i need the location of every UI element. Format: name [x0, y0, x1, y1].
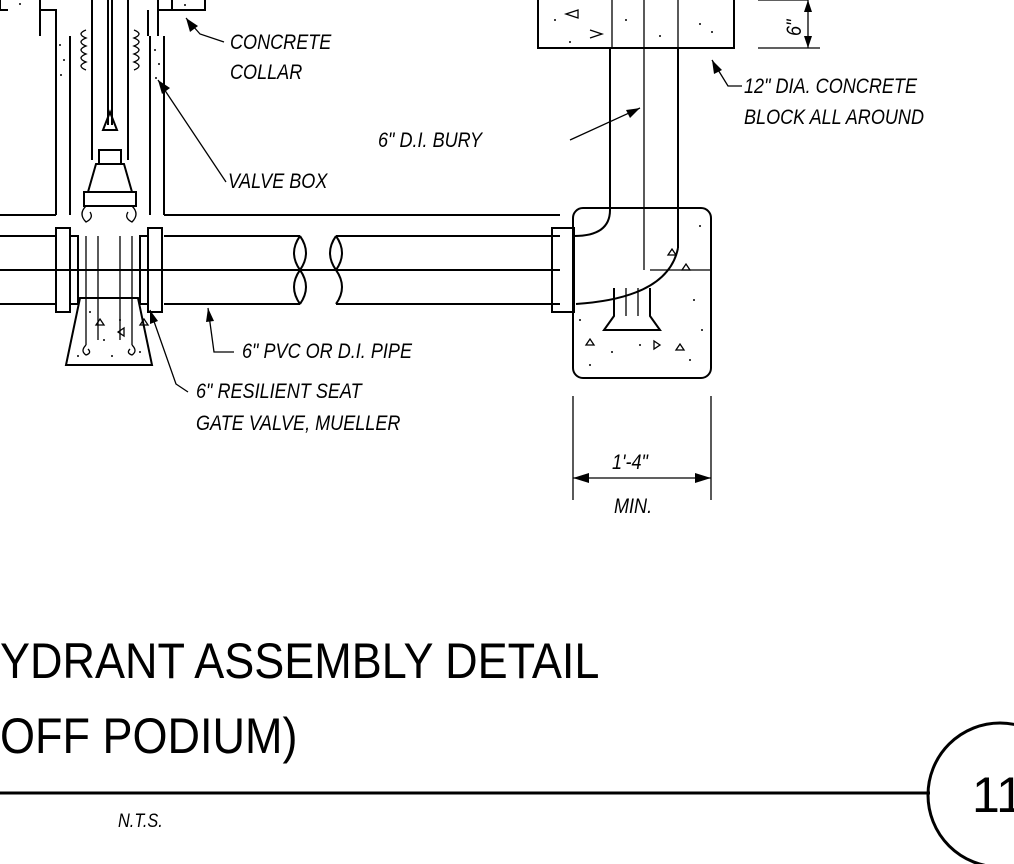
bury-elbow-assembly	[537, 0, 735, 379]
concrete-collar-label-1: CONCRETE	[230, 31, 332, 54]
pipe-label: 6" PVC OR D.I. PIPE	[242, 340, 413, 363]
dimension-depth-label: 6"	[783, 19, 806, 36]
valve-block-hatch	[77, 311, 150, 357]
title-line-2: OFF PODIUM)	[0, 708, 298, 764]
collar-hatch	[19, 3, 186, 79]
bury-label: 6" D.I. BURY	[378, 129, 483, 152]
valve-box-assembly	[0, 0, 560, 366]
gate-valve-label-1: 6" RESILIENT SEAT	[196, 380, 362, 403]
leader-lines	[149, 17, 742, 393]
title-line-1: YDRANT ASSEMBLY DETAIL	[0, 633, 600, 689]
concrete-collar-label-2: COLLAR	[230, 61, 303, 84]
detail-number: 11	[972, 767, 1014, 823]
valve-box-label: VALVE BOX	[228, 170, 328, 193]
concrete-block-label-2: BLOCK ALL AROUND	[744, 106, 924, 129]
scale-note: N.T.S.	[118, 811, 163, 832]
dimension-width-label: 1'-4"	[612, 451, 648, 474]
concrete-block-label-1: 12" DIA. CONCRETE	[744, 75, 918, 98]
thrust-block-hatch	[579, 225, 703, 366]
dimension-min-label: MIN.	[614, 495, 653, 518]
dimension-width	[572, 396, 712, 500]
dimension-depth	[758, 0, 820, 49]
pipe-break	[293, 235, 560, 305]
detail-number-circle	[926, 721, 1014, 864]
gate-valve-label-2: GATE VALVE, MUELLER	[196, 412, 401, 435]
